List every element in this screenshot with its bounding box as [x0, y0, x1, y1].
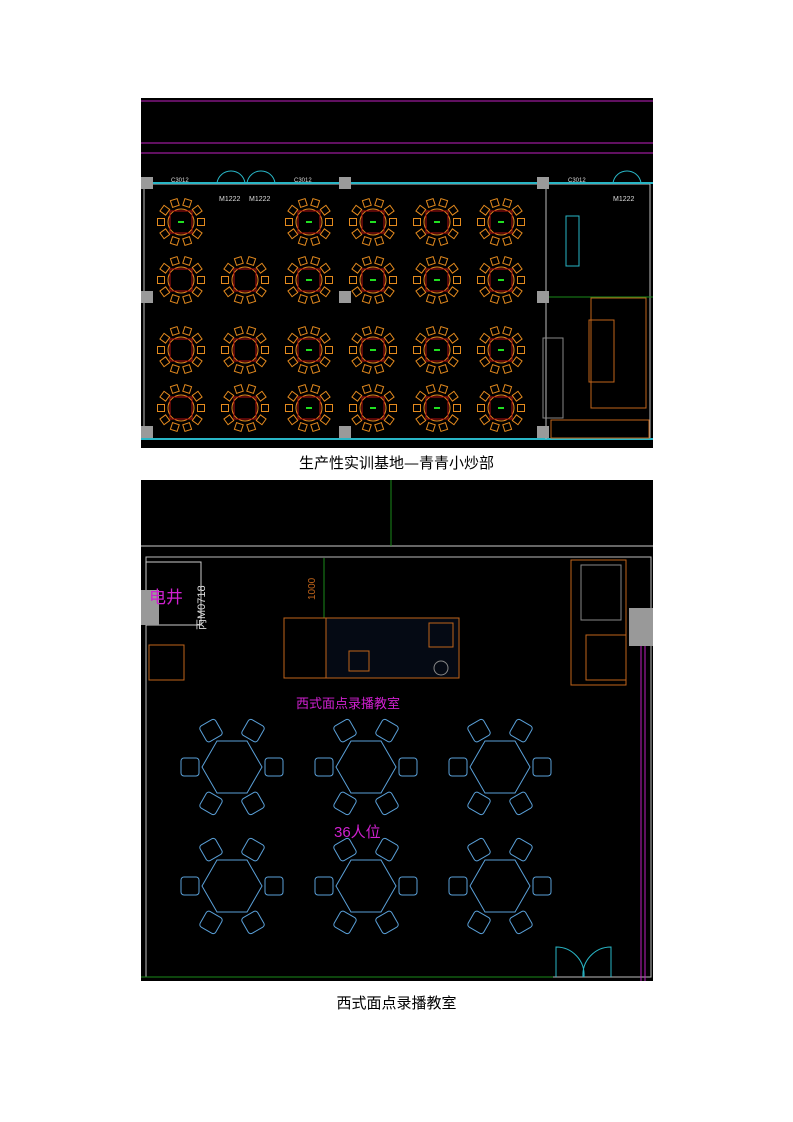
- round-table: [349, 197, 397, 247]
- round-table: [413, 255, 461, 305]
- round-table: [157, 255, 205, 305]
- round-table: [285, 197, 333, 247]
- round-table: [285, 383, 333, 433]
- seats-label: 36人位: [334, 824, 381, 841]
- round-table: [221, 325, 269, 375]
- shaft-label: 电井: [149, 588, 183, 607]
- door-label: M1222: [219, 196, 241, 203]
- figure-caption: 西式面点录播教室: [336, 994, 457, 1012]
- window-label: C3012: [568, 178, 586, 184]
- round-table: [157, 383, 205, 433]
- classroom-floor-plan: 电井 丙M0718 1000 西式面点录播教室 36人位: [141, 480, 653, 981]
- hexagonal-table: [314, 837, 418, 935]
- structural-column: [339, 426, 351, 438]
- structural-column: [339, 177, 351, 189]
- room-title: 西式面点录播教室: [296, 696, 400, 711]
- door-label: M1222: [613, 196, 635, 203]
- door-label: M1222: [249, 196, 271, 203]
- floor-plan-drawing-1: C3012 C3012 C3012 M1222 M1222 M1222: [141, 100, 653, 440]
- hexagonal-table: [448, 718, 552, 816]
- round-table: [477, 383, 525, 433]
- round-table: [413, 325, 461, 375]
- round-table: [477, 255, 525, 305]
- round-table: [349, 255, 397, 305]
- round-table: [285, 325, 333, 375]
- round-table: [477, 325, 525, 375]
- round-table: [413, 197, 461, 247]
- window-label: C3012: [294, 178, 312, 184]
- round-table: [349, 325, 397, 375]
- restaurant-floor-plan: C3012 C3012 C3012 M1222 M1222 M1222: [141, 98, 653, 448]
- hexagonal-table: [314, 718, 418, 816]
- structural-column: [141, 291, 153, 303]
- door-label: 丙M0718: [196, 585, 208, 630]
- hexagonal-table: [180, 837, 284, 935]
- structural-column: [537, 426, 549, 438]
- round-table: [157, 197, 205, 247]
- structural-column: [141, 426, 153, 438]
- round-table: [221, 255, 269, 305]
- structural-column: [339, 291, 351, 303]
- round-table: [285, 255, 333, 305]
- round-table: [221, 383, 269, 433]
- round-table: [413, 383, 461, 433]
- round-table: [349, 383, 397, 433]
- window-label: C3012: [171, 178, 189, 184]
- floor-plan-drawing-2: 电井 丙M0718 1000 西式面点录播教室 36人位: [141, 480, 653, 981]
- hexagonal-table: [180, 718, 284, 816]
- structural-column: [537, 177, 549, 189]
- round-table: [477, 197, 525, 247]
- figure-caption: 生产性实训基地—青青小炒部: [298, 454, 494, 472]
- dimension-label: 1000: [307, 577, 318, 600]
- structural-column: [537, 291, 549, 303]
- round-table: [157, 325, 205, 375]
- structural-column: [141, 177, 153, 189]
- hexagonal-table: [448, 837, 552, 935]
